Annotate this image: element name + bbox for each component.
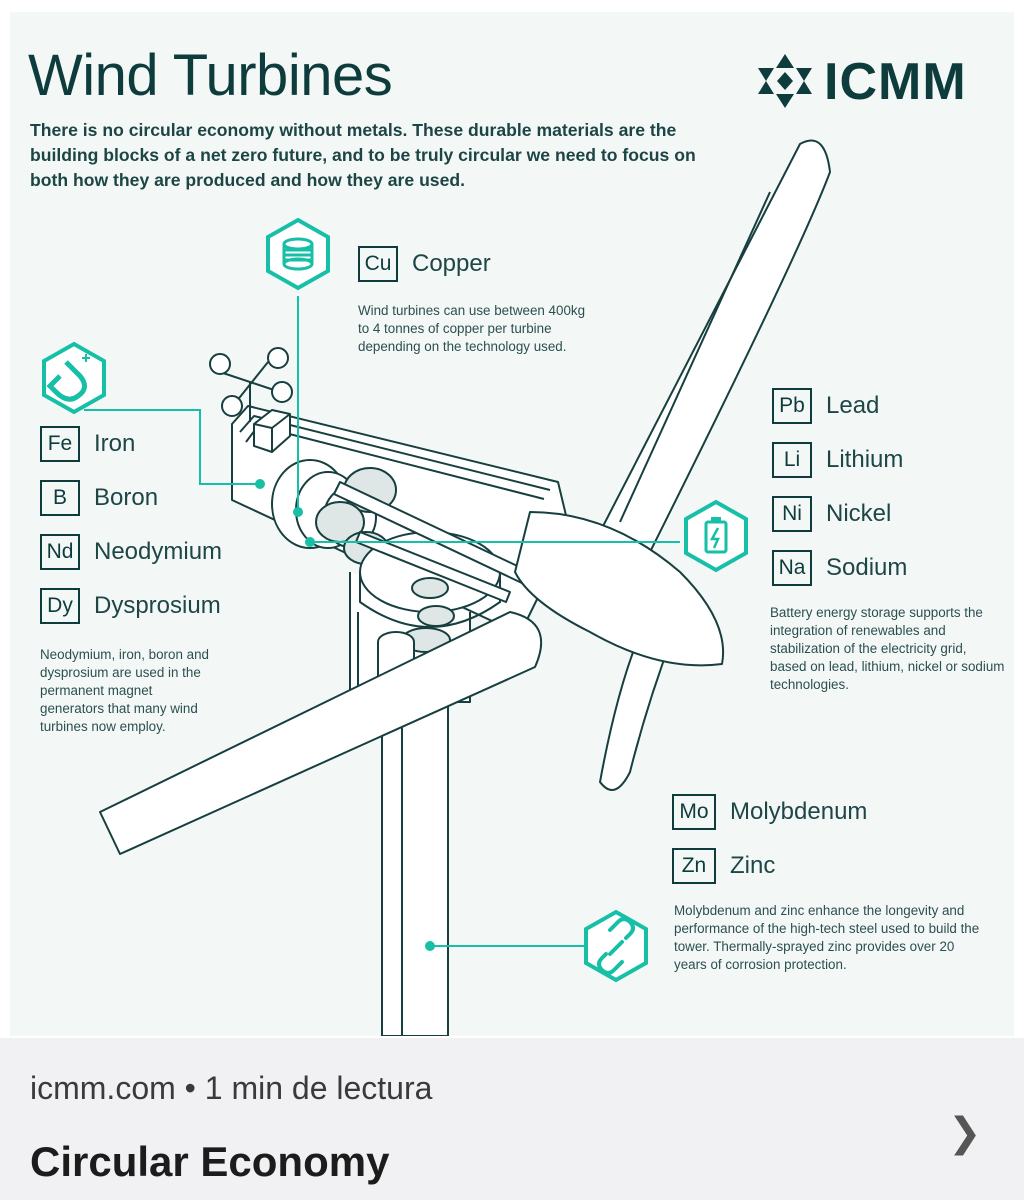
element-lead: Pb Lead	[772, 386, 907, 426]
intro-text: There is no circular economy without met…	[30, 120, 696, 190]
element-symbol: Zn	[672, 848, 716, 884]
element-symbol: Pb	[772, 388, 812, 424]
element-name: Zinc	[730, 852, 776, 879]
element-name: Iron	[94, 430, 136, 457]
element-copper: Cu Copper	[358, 244, 491, 284]
element-name: Molybdenum	[730, 798, 868, 825]
element-name: Nickel	[826, 500, 892, 527]
element-symbol: Na	[772, 550, 812, 586]
chain-link-icon	[584, 909, 648, 983]
element-molybdenum: Mo Molybdenum	[672, 792, 867, 832]
element-symbol: Dy	[40, 588, 80, 624]
element-boron: B Boron	[40, 478, 222, 518]
magnet-element-list: Fe Iron B Boron Nd Neodymium Dy Dysprosi…	[40, 424, 222, 626]
element-name: Lead	[826, 392, 880, 419]
element-symbol: Fe	[40, 426, 80, 462]
chevron-right-icon[interactable]: ❯	[948, 1111, 982, 1155]
battery-icon	[684, 499, 748, 573]
element-symbol: Nd	[40, 534, 80, 570]
steel-element-list: Mo Molybdenum Zn Zinc	[672, 792, 867, 886]
element-dysprosium: Dy Dysprosium	[40, 586, 222, 626]
element-name: Boron	[94, 484, 159, 511]
icmm-logo: ICMM	[752, 50, 1002, 112]
copper-coil-icon	[266, 217, 330, 291]
steel-description: Molybdenum and zinc enhance the longevit…	[674, 903, 980, 972]
wind-turbines-infographic[interactable]: Wind Turbines ICMM There is no circular …	[10, 12, 1014, 1036]
magnet-icon	[42, 341, 106, 415]
icmm-logo-mark	[758, 54, 812, 108]
element-symbol: Cu	[358, 246, 398, 282]
icmm-logo-text: ICMM	[824, 53, 967, 111]
element-name: Neodymium	[94, 538, 223, 565]
turbine-blade-upper	[599, 139, 831, 553]
element-name: Copper	[412, 250, 491, 277]
magnet-description: Neodymium, iron, boron and dysprosium ar…	[40, 647, 209, 734]
element-symbol: Li	[772, 442, 812, 478]
turbine-hub	[514, 511, 724, 667]
link-preview-card[interactable]: icmm.com • 1 min de lectura Circular Eco…	[0, 1038, 1024, 1200]
element-name: Sodium	[826, 554, 908, 581]
element-symbol: Ni	[772, 496, 812, 532]
element-symbol: B	[40, 480, 80, 516]
element-name: Dysprosium	[94, 592, 221, 619]
battery-element-list: Pb Lead Li Lithium Ni Nickel Na Sodium	[772, 386, 907, 588]
battery-description: Battery energy storage supports the inte…	[770, 605, 1005, 692]
element-symbol: Mo	[672, 794, 716, 830]
turbine-blade-left	[99, 611, 543, 855]
infographic-title: Wind Turbines	[28, 43, 393, 108]
element-sodium: Na Sodium	[772, 548, 907, 588]
article-headline[interactable]: Circular Economy	[30, 1138, 390, 1185]
element-lithium: Li Lithium	[772, 440, 907, 480]
turbine-tower	[381, 701, 449, 1036]
element-zinc: Zn Zinc	[672, 846, 867, 886]
element-name: Lithium	[826, 446, 904, 473]
element-nickel: Ni Nickel	[772, 494, 907, 534]
copper-description: Wind turbines can use between 400kg to 4…	[358, 303, 586, 354]
element-iron: Fe Iron	[40, 424, 222, 464]
wind-turbine-illustration	[42, 139, 831, 1036]
element-neodymium: Nd Neodymium	[40, 532, 222, 572]
source-line: icmm.com • 1 min de lectura	[30, 1070, 433, 1106]
